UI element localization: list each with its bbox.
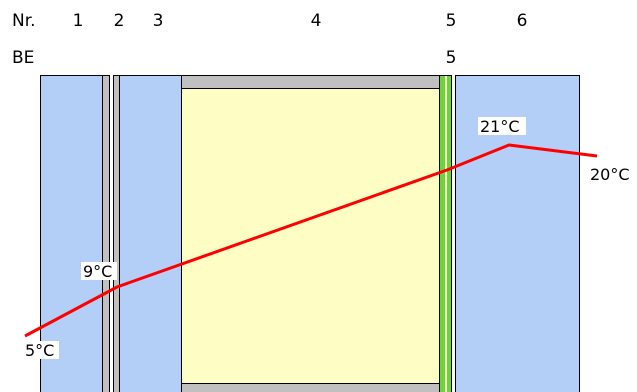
temperature-profile-line	[24, 143, 598, 338]
wall-layers	[40, 75, 580, 392]
layer-2-board-a	[102, 75, 110, 392]
temperature-label-9c-text: 9°C	[83, 262, 112, 281]
temperature-label-9c: 9°C	[81, 262, 117, 281]
header-nr-label: Nr.	[12, 11, 36, 31]
layer-4-bottom-frame	[181, 383, 440, 392]
layer-4-insulation	[181, 75, 440, 392]
layer-number-2: 2	[114, 11, 125, 31]
layer-number-5: 5	[446, 11, 457, 31]
temperature-label-5c-text: 5°C	[25, 341, 54, 360]
temperature-label-21c: 21°C	[478, 117, 526, 136]
layer-number-1: 1	[73, 11, 84, 31]
temperature-label-20c-text: 20°C	[590, 165, 630, 184]
temperature-label-20c: 20°C	[588, 165, 636, 184]
layer-number-6: 6	[517, 11, 528, 31]
layer-number-4: 4	[311, 11, 322, 31]
temperature-label-5c: 5°C	[23, 341, 59, 360]
header-be-label: BE	[12, 48, 34, 68]
layer-3-air	[119, 75, 182, 392]
be-number-5: 5	[446, 48, 457, 68]
layer-2-board-b	[113, 75, 120, 392]
temperature-label-21c-text: 21°C	[480, 117, 520, 136]
layer-4-top-frame	[181, 75, 440, 89]
layer-number-3: 3	[153, 11, 164, 31]
layer-1-air	[40, 75, 103, 392]
